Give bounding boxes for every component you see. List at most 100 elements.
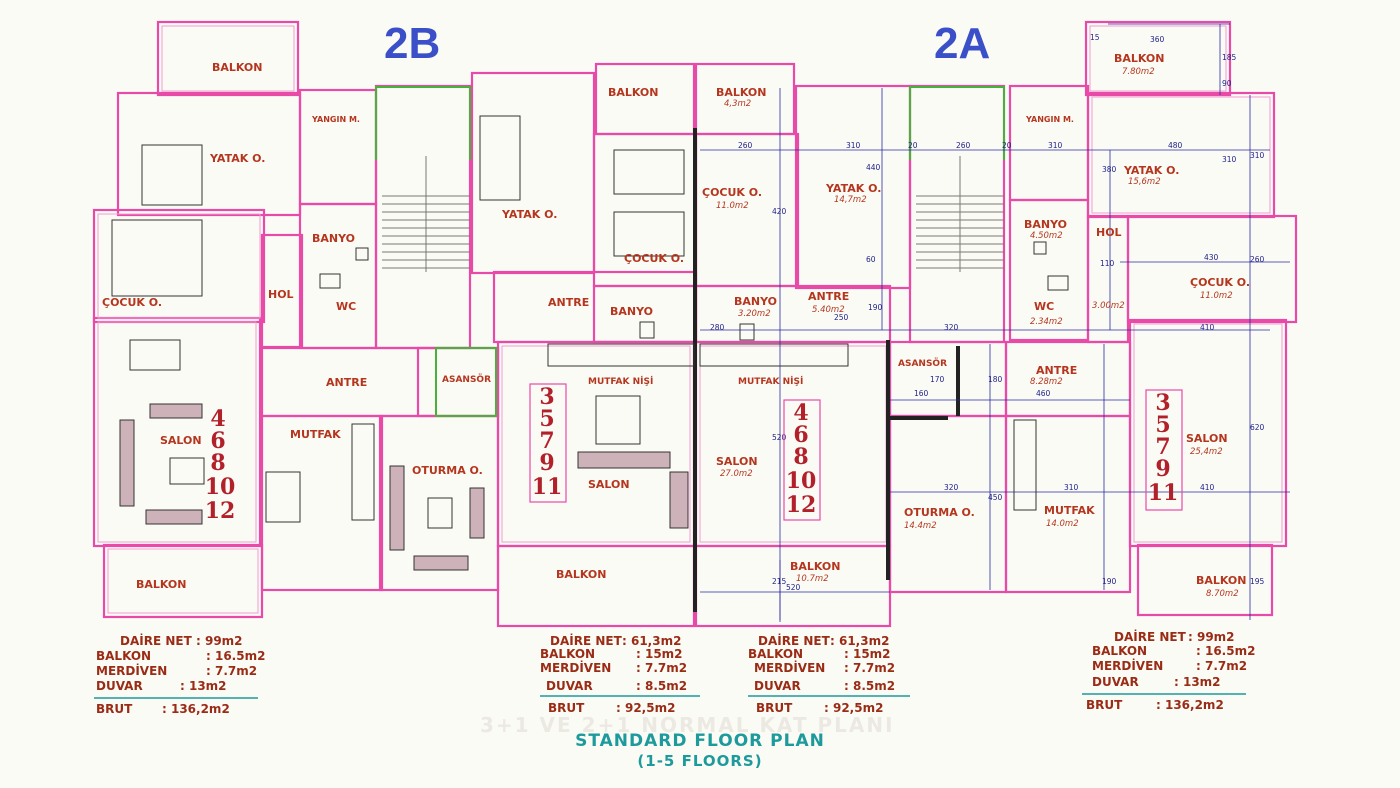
summary-merdiven-value: : 7.7m2 [1196,659,1247,673]
dimension-label: 520 [772,433,787,442]
room-label: SALON [1186,432,1228,445]
dimension-values: 360 185 90 260 310 20 440 420 260 310 20… [710,33,1265,592]
table [129,339,181,371]
sanitary-fixture [1047,275,1069,291]
kitchen-counter [1013,419,1037,511]
dimension-label: 620 [1250,423,1265,432]
summary-brut-value: : 136,2m2 [1156,698,1224,712]
furniture [111,115,1069,571]
room-area: 8.28m2 [1030,377,1063,387]
summary-net-label: DAİRE NET [120,633,193,648]
room-label: BALKON [608,86,659,99]
dimension-label: 15 [1090,33,1100,42]
dimension-label: 260 [1250,255,1265,264]
dimension-label: 460 [1036,389,1051,398]
room-label: ASANSÖR [898,358,947,369]
bed [613,149,685,195]
summary-balkon-label: BALKON [96,649,151,663]
dimension-label: 195 [1250,577,1265,586]
room-label: BALKON [212,61,263,74]
kitchen-counter [351,423,375,521]
dimension-label: 250 [834,313,849,322]
summary-brut-value: : 92,5m2 [616,701,675,715]
room-area: 25,4m2 [1190,447,1223,457]
room-area: 15,6m2 [1128,177,1161,187]
room-label: ANTRE [326,376,367,389]
bed [479,115,521,201]
table [265,471,301,523]
dimension-label: 430 [1204,253,1219,262]
summary-merdiven-value: : 7.7m2 [206,664,257,678]
dimension-label: 190 [868,303,883,312]
sanitary-fixture [319,273,341,289]
room-label: YANGIN M. [311,115,360,124]
room-area: 4.50m2 [1030,231,1063,241]
sanitary-fixture [355,247,369,261]
summary-unit-mid-right: DAİRE NET : 61,3m2 BALKON : 15m2 MERDİVE… [748,633,910,715]
room-label: BALKON [716,86,767,99]
room-label: YATAK O. [1123,164,1179,177]
floor-tag-mid-right: 4 6 8 10 12 [786,400,817,518]
dimension-label: 360 [1150,35,1165,44]
summary-balkon-label: BALKON [748,647,803,661]
room-area: 27.0m2 [720,469,753,479]
dimension-label: 310 [1048,141,1063,150]
dimension-label: 320 [944,323,959,332]
sanitary-fixture [739,323,755,341]
room-label: BALKON [1114,52,1165,65]
room-area: 5.40m2 [812,305,845,315]
sofa [413,555,469,571]
room-label: OTURMA O. [904,506,975,519]
room-label: SALON [716,455,758,468]
summary-balkon-value: : 15m2 [844,647,891,661]
dimension-label: 440 [866,163,881,172]
room-label: BANYO [734,295,777,308]
room-area: 14,7m2 [834,195,867,205]
floor-number: 5 [1155,412,1170,438]
dimension-label: 90 [1222,79,1232,88]
dimension-label: 60 [866,255,876,264]
room-area: 10.7m2 [796,574,829,584]
dimension-label: 160 [914,389,929,398]
summary-unit-left: DAİRE NET : 99m2 BALKON : 16.5m2 MERDİVE… [94,633,265,716]
floor-number: 3 [539,384,554,410]
floor-number: 8 [210,450,225,476]
kitchen-counter [699,343,849,367]
room-area: 7.80m2 [1122,67,1155,77]
unit-name-2b: 2B [384,19,440,68]
stair-treads [382,156,1004,272]
summary-duvar-value: : 13m2 [180,679,227,693]
room-label: MUTFAK NİŞİ [738,376,803,387]
room-area: 4,3m2 [724,99,751,109]
room-label: ANTRE [1036,364,1077,377]
room-label: SALON [588,478,630,491]
sanitary-fixture [1033,241,1047,255]
summary-brut-label: BRUT [96,702,133,716]
room-label: ÇOCUK O. [102,296,162,309]
sofa [469,487,485,539]
room-label: YATAK O. [501,208,557,221]
room-label: BALKON [556,568,607,581]
summary-unit-right: DAİRE NET : 99m2 BALKON : 16.5m2 MERDİVE… [1082,629,1255,712]
floor-number: 5 [539,406,554,432]
stair-outlines [375,86,1005,417]
summary-duvar-label: DUVAR [754,679,801,693]
summary-duvar-value: : 8.5m2 [844,679,895,693]
room-label: ANTRE [808,290,849,303]
dimension-label: 520 [786,583,801,592]
summary-net-label: DAİRE NET [550,633,623,648]
summary-balkon-value: : 16.5m2 [206,649,265,663]
dimension-label: 310 [1250,151,1265,160]
sofa [119,419,135,507]
room-label: MUTFAK NİŞİ [588,376,653,387]
dimension-label: 190 [1102,577,1117,586]
sofa [577,451,671,469]
summary-balkon-label: BALKON [1092,644,1147,658]
dimension-label: 20 [1002,141,1012,150]
room-label: ÇOCUK O. [702,186,762,199]
room-label: MUTFAK [290,428,341,441]
room-area: 8.70m2 [1206,589,1239,599]
room-area: 14.4m2 [904,521,937,531]
summary-merdiven-label: MERDİVEN [96,663,167,678]
summary-merdiven-value: : 7.7m2 [636,661,687,675]
